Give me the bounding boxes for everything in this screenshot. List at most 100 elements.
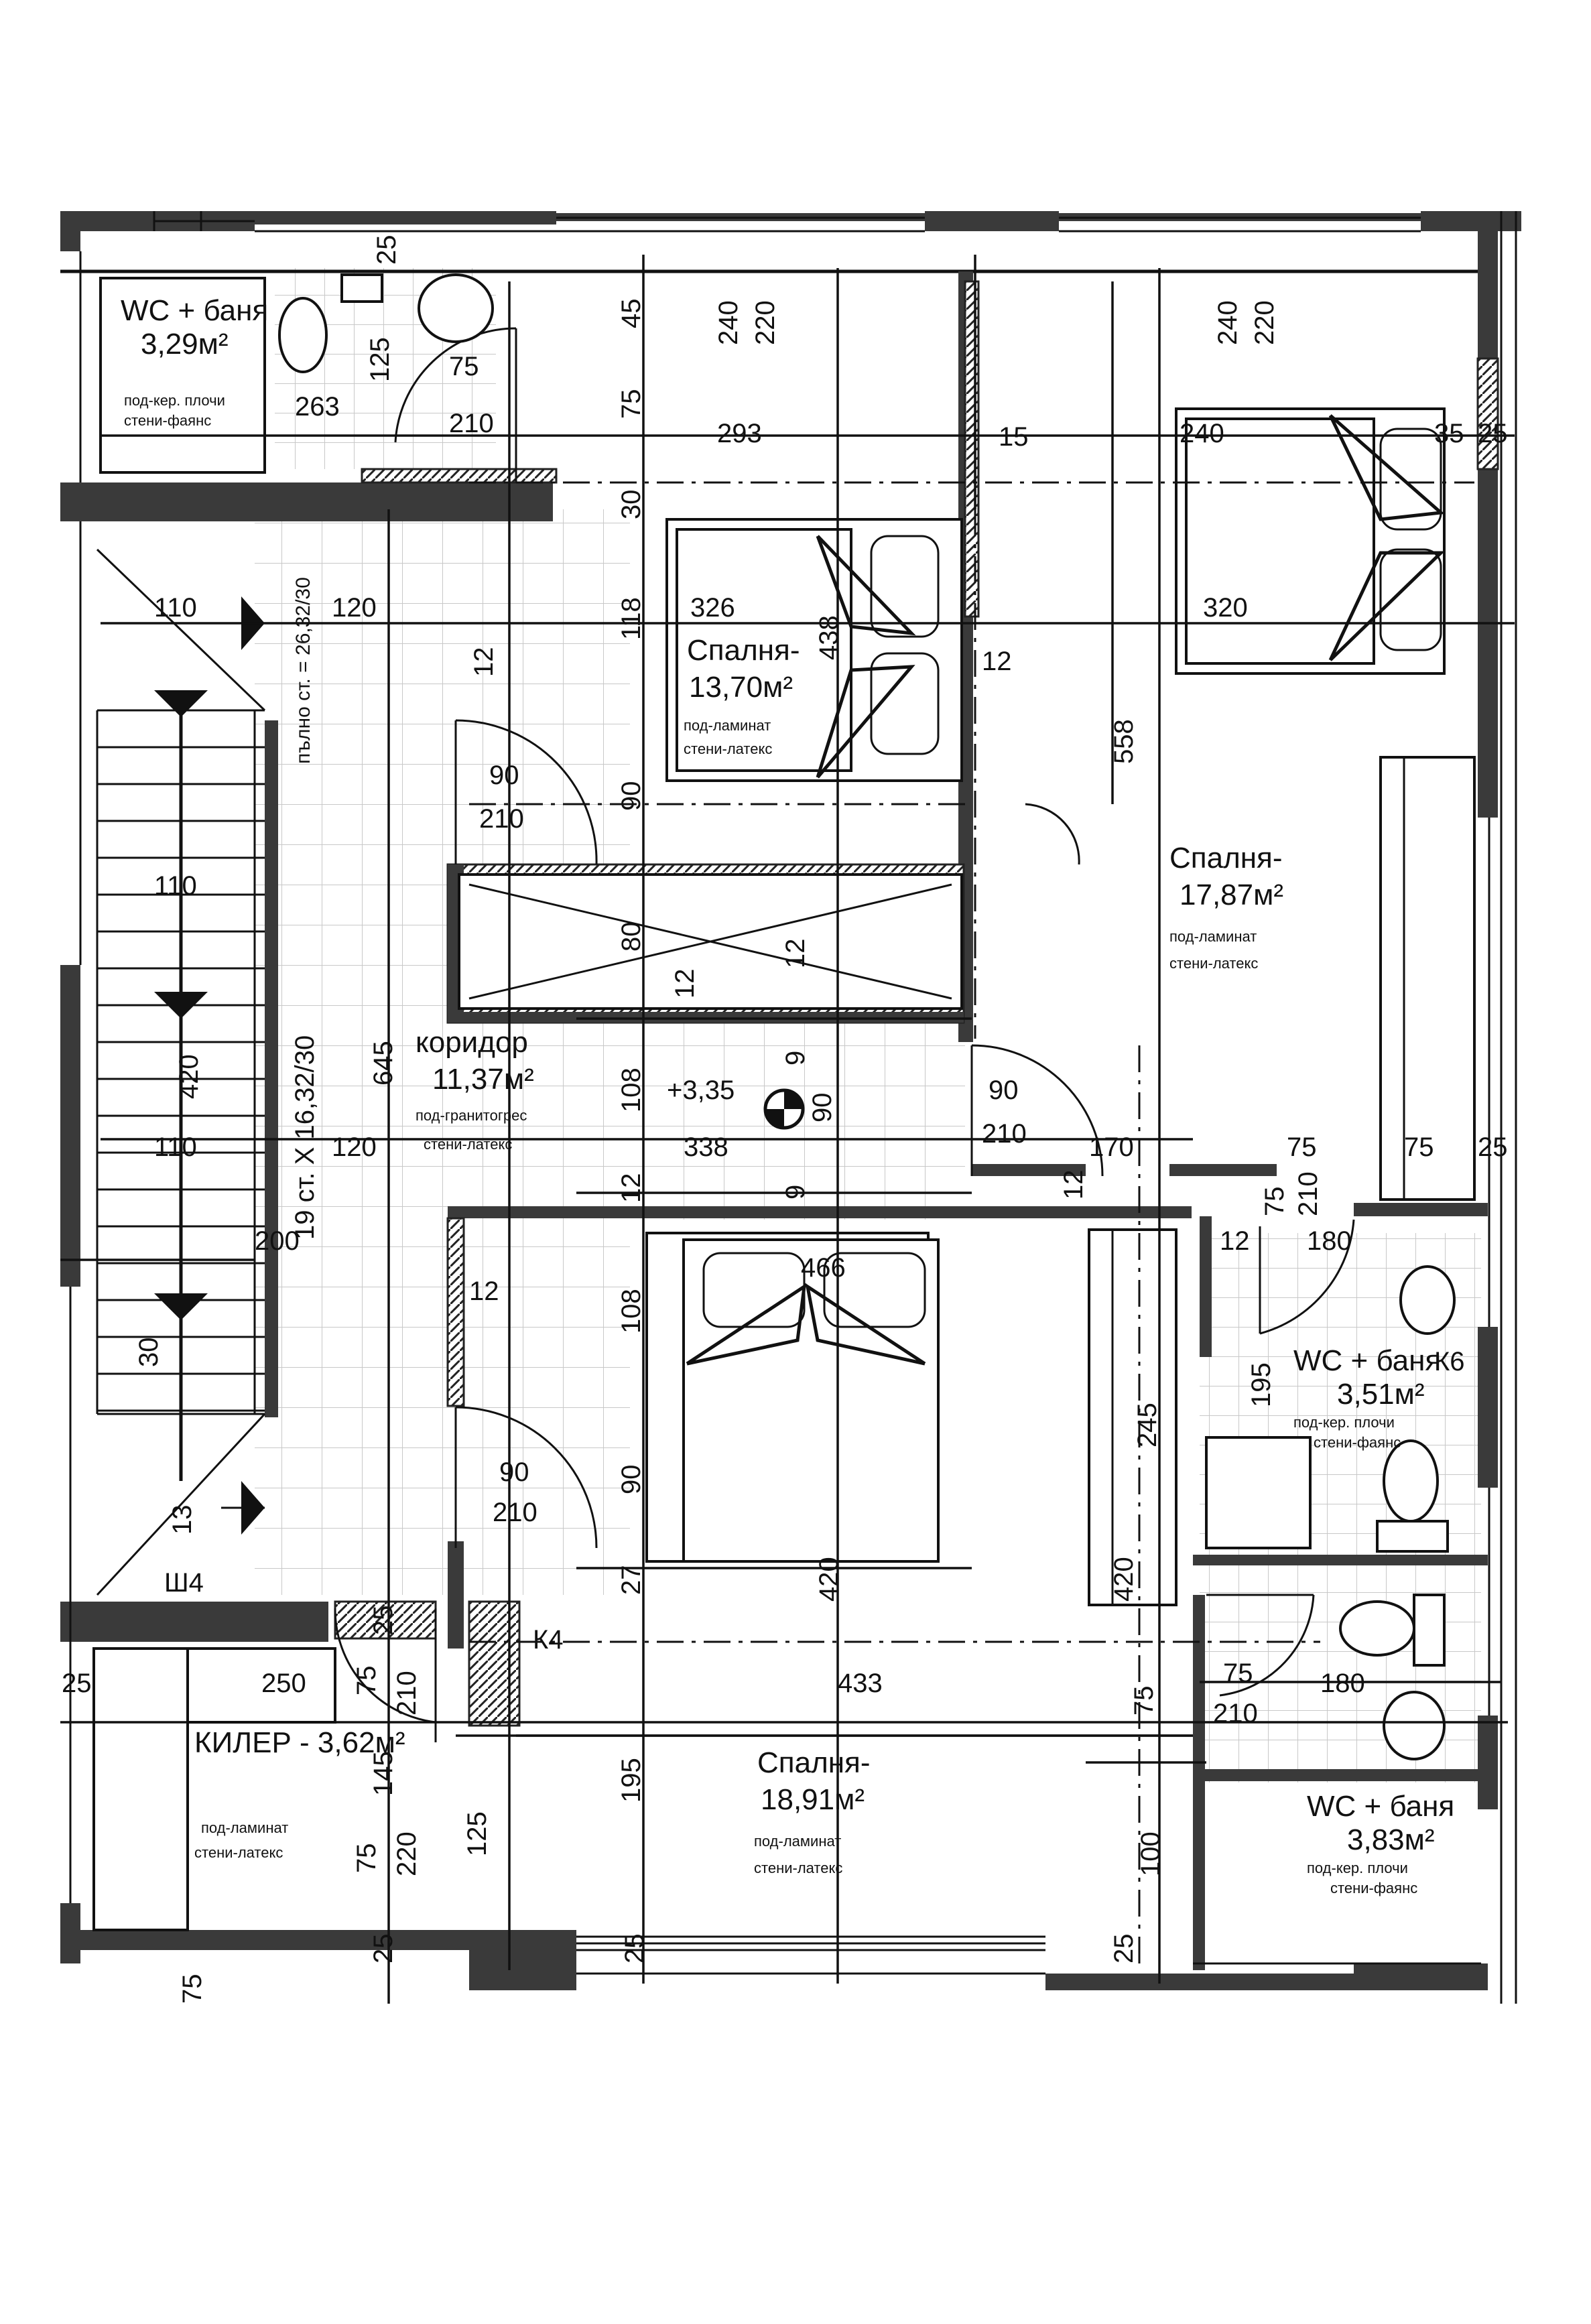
- room-area: 3,83м²: [1347, 1823, 1435, 1856]
- dimension-labels: 263 293 240 35 25 15 75 210 110 120 326 …: [62, 235, 1508, 2004]
- room-floor-finish: под-ламинат: [754, 1833, 841, 1850]
- furniture: [92, 273, 1476, 1931]
- windows: [69, 216, 1490, 1945]
- dim-label: 75: [1287, 1133, 1317, 1162]
- dim-label: 338: [684, 1133, 728, 1162]
- dim-label: 75: [178, 1974, 207, 2004]
- dim-label: 180: [1320, 1669, 1365, 1698]
- dim-label: 90: [617, 781, 646, 812]
- dim-label: 240: [1180, 419, 1224, 448]
- dim-label: 75: [1223, 1659, 1253, 1688]
- room-wall-finish: стени-фаянс: [1314, 1434, 1401, 1451]
- doors: [334, 327, 1355, 1742]
- dim-label: 45: [617, 299, 646, 329]
- room-wall-finish: стени-латекс: [754, 1860, 842, 1876]
- dim-label: 15: [999, 422, 1029, 452]
- dim-label: 30: [617, 490, 646, 520]
- dim-label: 90: [989, 1076, 1019, 1105]
- dim-label: 420: [1109, 1557, 1139, 1602]
- dim-label: 220: [751, 300, 780, 345]
- room-area: 13,70м²: [689, 671, 793, 704]
- dim-label: 12: [1059, 1170, 1088, 1200]
- dim-label: 326: [690, 593, 735, 623]
- stair-labels: 19 ст. Х 16,32/30 пълно ст. = 26,32/30 4…: [134, 577, 320, 1367]
- room-wall-finish: стени-латекс: [194, 1844, 283, 1861]
- dim-label: 240: [714, 300, 743, 345]
- dim-label: 90: [617, 1465, 646, 1495]
- dim-label: 25: [1478, 419, 1508, 448]
- dim-label: 12: [982, 647, 1012, 676]
- dim-label: 25: [372, 235, 401, 265]
- room-name: Спалня-: [1169, 842, 1283, 875]
- stair-spec-full: пълно ст. = 26,32/30: [292, 577, 314, 764]
- room-area: 11,37м²: [432, 1063, 534, 1096]
- room-wall-finish: стени-латекс: [1169, 955, 1258, 972]
- dim-label: 195: [1247, 1362, 1276, 1407]
- dim-label: 25: [1109, 1934, 1139, 1964]
- dim-label: 250: [261, 1669, 306, 1698]
- dim-label: 90: [499, 1458, 529, 1487]
- dim-label: 100: [1136, 1831, 1165, 1876]
- stair-arrow-icon: [154, 690, 208, 717]
- dim-label: 645: [369, 1041, 398, 1086]
- room-name: Спалня-: [757, 1746, 871, 1779]
- dim-label: 263: [295, 392, 340, 422]
- room-name: WC + баня: [1307, 1790, 1454, 1823]
- stair-length: 420: [174, 1054, 204, 1099]
- room-name: КИЛЕР - 3,62м²: [194, 1726, 405, 1759]
- room-area: 3,29м²: [141, 328, 229, 361]
- room-bedroom-3: Спалня- 18,91м² под-ламинат стени-латекс: [754, 1746, 871, 1876]
- room-name: WC + баня: [1293, 1344, 1441, 1377]
- shower-icon: [1205, 1436, 1312, 1549]
- dim-label: 558: [1109, 719, 1139, 764]
- room-wc2: WC + баня 3,51м² под-кер. плочи стени-фа…: [1293, 1344, 1441, 1451]
- dim-label: 110: [154, 1133, 197, 1162]
- dim-label: 110: [154, 593, 197, 623]
- staircase: [96, 548, 266, 1596]
- dim-label: 466: [801, 1253, 846, 1283]
- sink-icon: [418, 273, 494, 343]
- dim-label: 9: [781, 1185, 810, 1200]
- column-tag-k6: К6: [1434, 1347, 1465, 1376]
- dim-label: 200: [255, 1226, 300, 1256]
- sink-icon: [1383, 1691, 1446, 1760]
- dim-label: 75: [352, 1844, 381, 1874]
- room-floor-finish: под-кер. плочи: [1307, 1860, 1408, 1876]
- stair-step: 30: [134, 1338, 164, 1368]
- room-floor-finish: под-ламинат: [684, 717, 771, 734]
- room-name: WC + баня: [121, 294, 268, 327]
- room-wall-finish: стени-фаянс: [1330, 1880, 1417, 1896]
- dim-label: 25: [1478, 1133, 1508, 1162]
- dim-label: 170: [1089, 1133, 1134, 1162]
- stair-spec: 19 ст. Х 16,32/30: [290, 1035, 320, 1240]
- room-floor-finish: под-кер. плочи: [124, 392, 225, 409]
- dim-label: 210: [449, 409, 494, 438]
- dim-label: 210: [493, 1498, 537, 1527]
- dim-label: 118: [617, 597, 646, 640]
- dim-label: 25: [369, 1934, 398, 1964]
- room-floor-finish: под-гранитогрес: [416, 1107, 527, 1124]
- room-corridor: коридор 11,37м² под-гранитогрес стени-ла…: [416, 1026, 534, 1153]
- dim-label: 240: [1213, 300, 1243, 345]
- dim-label: 80: [617, 922, 646, 952]
- dim-label: 210: [392, 1671, 422, 1716]
- dim-label: 12: [1220, 1226, 1250, 1256]
- dim-label: 210: [1213, 1699, 1258, 1728]
- room-bedroom-2: Спалня- 17,87м² под-ламинат стени-латекс: [1169, 842, 1283, 972]
- room-floor-finish: под-ламинат: [201, 1819, 288, 1836]
- room-area: 18,91м²: [761, 1783, 865, 1816]
- dim-label: 210: [1293, 1171, 1323, 1216]
- stair-arrow-icon: [154, 1293, 208, 1320]
- toilet-icon: [1383, 1439, 1439, 1523]
- room-area: 3,51м²: [1337, 1378, 1425, 1411]
- dim-label: 438: [814, 615, 844, 660]
- dimension-lines: [60, 255, 1515, 2004]
- sink-icon: [1399, 1265, 1456, 1335]
- dim-label: 90: [808, 1093, 837, 1123]
- dim-label: 195: [617, 1758, 646, 1803]
- dim-label: 25: [369, 1606, 398, 1636]
- shaft-tag: Ш4: [164, 1568, 204, 1598]
- room-floor-finish: под-ламинат: [1169, 928, 1257, 945]
- dim-label: 220: [1250, 300, 1279, 345]
